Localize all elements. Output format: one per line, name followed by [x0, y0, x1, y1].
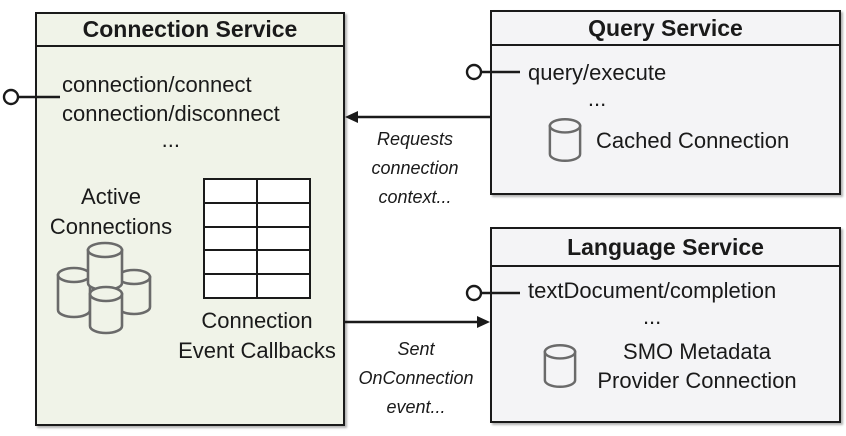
- database-cylinder-icon: [543, 343, 577, 388]
- connection-event-callbacks-label: Connection Event Callbacks: [178, 308, 336, 363]
- table-cell: [258, 203, 309, 226]
- query-service-methods: query/execute ...: [528, 58, 666, 111]
- cached-connection-label: Cached Connection: [596, 127, 790, 153]
- query-service-box: Query Service query/execute ... Cached C…: [490, 10, 841, 195]
- requests-connection-annotation: Requests connection context...: [371, 129, 459, 207]
- smo-metadata-label: SMO Metadata Provider Connection: [597, 339, 797, 393]
- database-cylinder-icon: [548, 117, 582, 162]
- table-cell: [205, 275, 256, 297]
- language-methods-ellipsis: ...: [642, 304, 662, 329]
- smo-metadata-row: SMO Metadata Provider Connection: [543, 337, 803, 395]
- query-service-title: Query Service: [492, 12, 839, 46]
- table-cell: [205, 227, 256, 250]
- table-cell: [205, 251, 256, 274]
- requests-arrow: [345, 111, 490, 123]
- language-service-methods: textDocument/completion ...: [528, 276, 776, 329]
- cached-connection-row: Cached Connection: [548, 117, 789, 163]
- query-methods-ellipsis: ...: [587, 86, 607, 111]
- method-connection-disconnect: connection/disconnect: [62, 101, 280, 126]
- sent-arrow: [345, 316, 490, 328]
- method-connection-connect: connection/connect: [62, 72, 252, 97]
- connection-methods-ellipsis: ...: [161, 127, 181, 152]
- connection-service-methods: connection/connect connection/disconnect…: [62, 70, 280, 152]
- table-cell: [205, 180, 256, 202]
- active-connections-label: Active Connections: [49, 184, 173, 239]
- language-service-box: Language Service textDocument/completion…: [490, 227, 841, 423]
- table-cell: [258, 180, 309, 202]
- method-query-execute: query/execute: [528, 60, 667, 85]
- table-cell: [258, 275, 309, 297]
- connection-service-box: Connection Service connection/connect co…: [35, 12, 345, 426]
- sent-onconnection-annotation: Sent OnConnection event...: [358, 339, 474, 417]
- method-textdocument-completion: textDocument/completion: [528, 278, 777, 303]
- callbacks-table: [203, 178, 311, 299]
- table-cell: [258, 251, 309, 274]
- connection-service-title: Connection Service: [37, 14, 343, 47]
- active-connections-cylinders-icon: [56, 241, 152, 335]
- table-cell: [258, 227, 309, 250]
- table-cell: [205, 203, 256, 226]
- language-service-title: Language Service: [492, 229, 839, 267]
